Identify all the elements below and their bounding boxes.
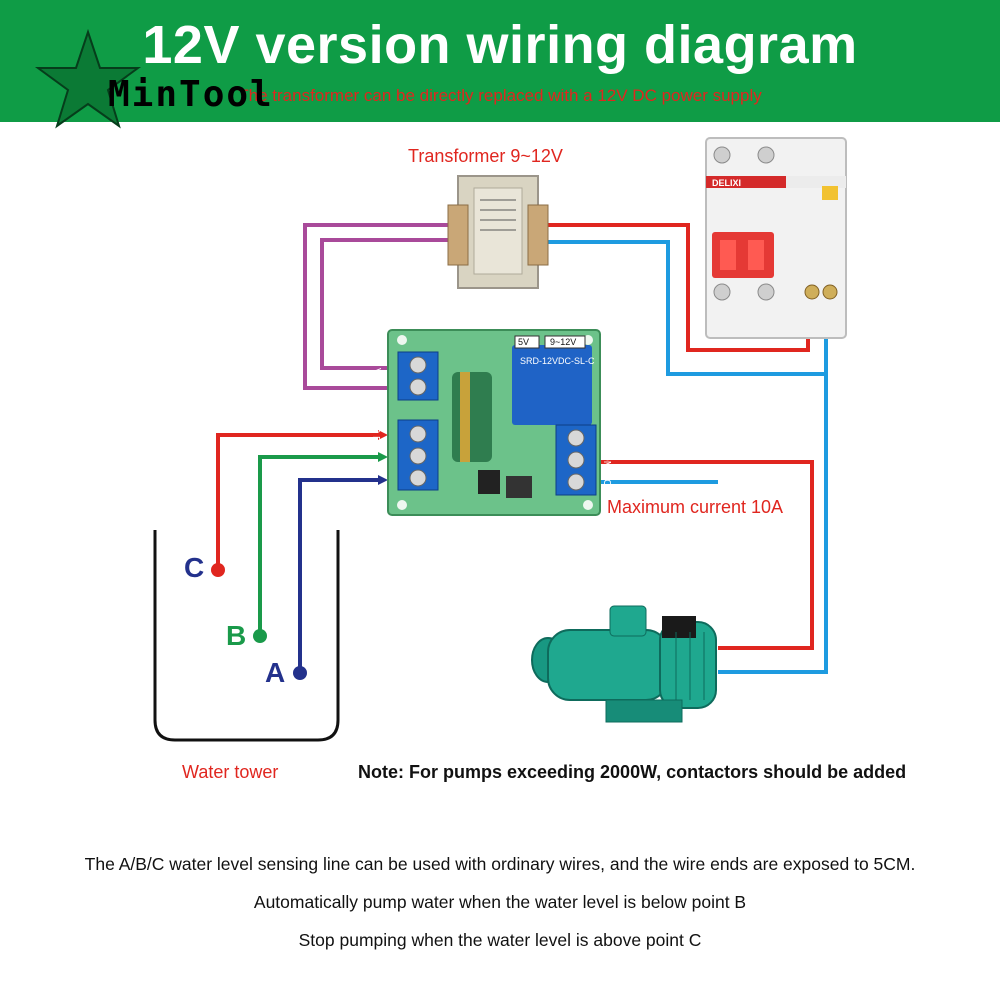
logo-text: MinTool	[108, 74, 274, 115]
footer-line-2: Automatically pump water when the water …	[253, 892, 747, 912]
relay-model-label: SRD-12VDC-SL-C	[520, 356, 595, 366]
board-output-label: NO COM NC	[601, 428, 612, 487]
board-cba-label: C B A	[370, 426, 381, 452]
footer-line-3: Stop pumping when the water level is abo…	[298, 930, 702, 950]
probe-a-label: A	[265, 657, 286, 688]
blue-wires	[540, 240, 828, 674]
water-tower-container	[153, 530, 340, 742]
note-label: Note: For pumps exceeding 2000W, contact…	[358, 762, 907, 782]
jumper-12v-label: 9~12V	[550, 337, 577, 347]
circuit-breaker-image	[705, 137, 847, 339]
logo-star-icon	[34, 28, 142, 129]
green-wire-b	[258, 455, 380, 636]
purple-wires	[303, 223, 448, 390]
water-pump-image	[531, 605, 717, 723]
probe-c-label: C	[184, 552, 205, 583]
probe-b-label: B	[226, 620, 247, 651]
transformer-image	[447, 175, 549, 289]
probe-c-dot	[211, 563, 225, 577]
transformer-label: Transformer 9~12V	[408, 146, 563, 166]
arrow-icons	[378, 430, 388, 485]
probe-b-dot	[253, 629, 267, 643]
board-vin-label: VIN	[371, 368, 382, 385]
page-title: 12V version wiring diagram	[142, 15, 858, 75]
footer-line-1: The A/B/C water level sensing line can b…	[84, 854, 916, 874]
control-board-image	[387, 329, 601, 516]
max-current-label: Maximum current 10A	[607, 497, 784, 517]
page-subtitle: The transformer can be directly replaced…	[238, 86, 762, 105]
probe-a-dot	[293, 666, 307, 680]
jumper-5v-label: 5V	[518, 337, 530, 347]
navy-wire-a	[298, 478, 380, 673]
breaker-brand-label: DELIXI	[712, 178, 742, 188]
water-tower-label: Water tower	[182, 762, 279, 782]
header-banner	[0, 0, 1000, 122]
